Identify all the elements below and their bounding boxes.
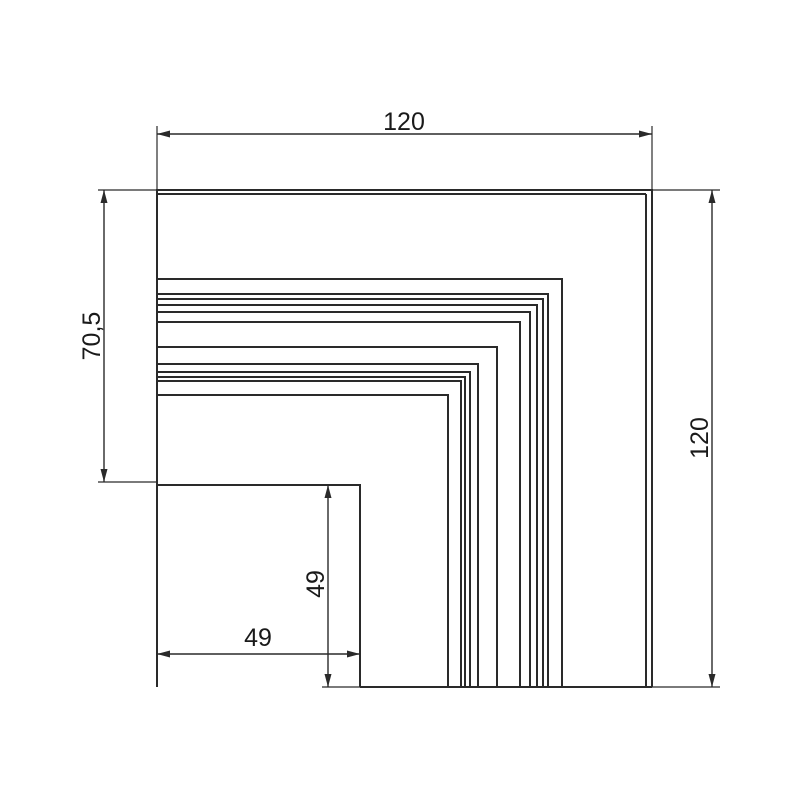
profile-line-9 — [157, 371, 471, 687]
profile-line-7 — [157, 346, 498, 687]
profile-line-3 — [157, 298, 544, 687]
dimension-label-left-height: 70,5 — [78, 312, 106, 361]
arrow-left — [157, 650, 170, 658]
dimension-label-inner-width: 49 — [244, 624, 272, 652]
outer-top-right — [156, 189, 653, 687]
dimension-left-height: 70,5 — [78, 189, 157, 483]
profile-line-4 — [157, 304, 538, 687]
arrow-right — [639, 130, 652, 138]
elbow-outline — [156, 189, 653, 688]
dimension-label-right-height: 120 — [686, 417, 714, 459]
arrow-right — [347, 650, 360, 658]
arrow-left — [157, 130, 170, 138]
arrow-top — [100, 190, 108, 203]
profile-line-6 — [157, 321, 521, 687]
dimension-label-inner-height: 49 — [302, 570, 330, 598]
inner-profile-lines — [157, 278, 563, 687]
arrow-bottom — [708, 674, 716, 687]
dimension-label-top-width: 120 — [383, 108, 425, 136]
arrow-bottom — [100, 469, 108, 482]
profile-line-10 — [157, 376, 466, 687]
dimension-inner-width: 49 — [156, 485, 361, 660]
profile-line-11 — [157, 380, 462, 687]
arrow-top — [324, 485, 332, 498]
dimension-right-height: 120 — [652, 189, 720, 688]
profile-line-12 — [157, 394, 449, 687]
arrow-top — [708, 190, 716, 203]
profile-line-1 — [157, 278, 563, 687]
dimension-inner-height: 49 — [302, 485, 360, 688]
profile-line-8 — [157, 363, 479, 687]
profile-line-2 — [157, 293, 549, 687]
arrow-bottom — [324, 674, 332, 687]
dimension-top-width: 120 — [156, 108, 653, 190]
profile-line-5 — [157, 311, 531, 687]
